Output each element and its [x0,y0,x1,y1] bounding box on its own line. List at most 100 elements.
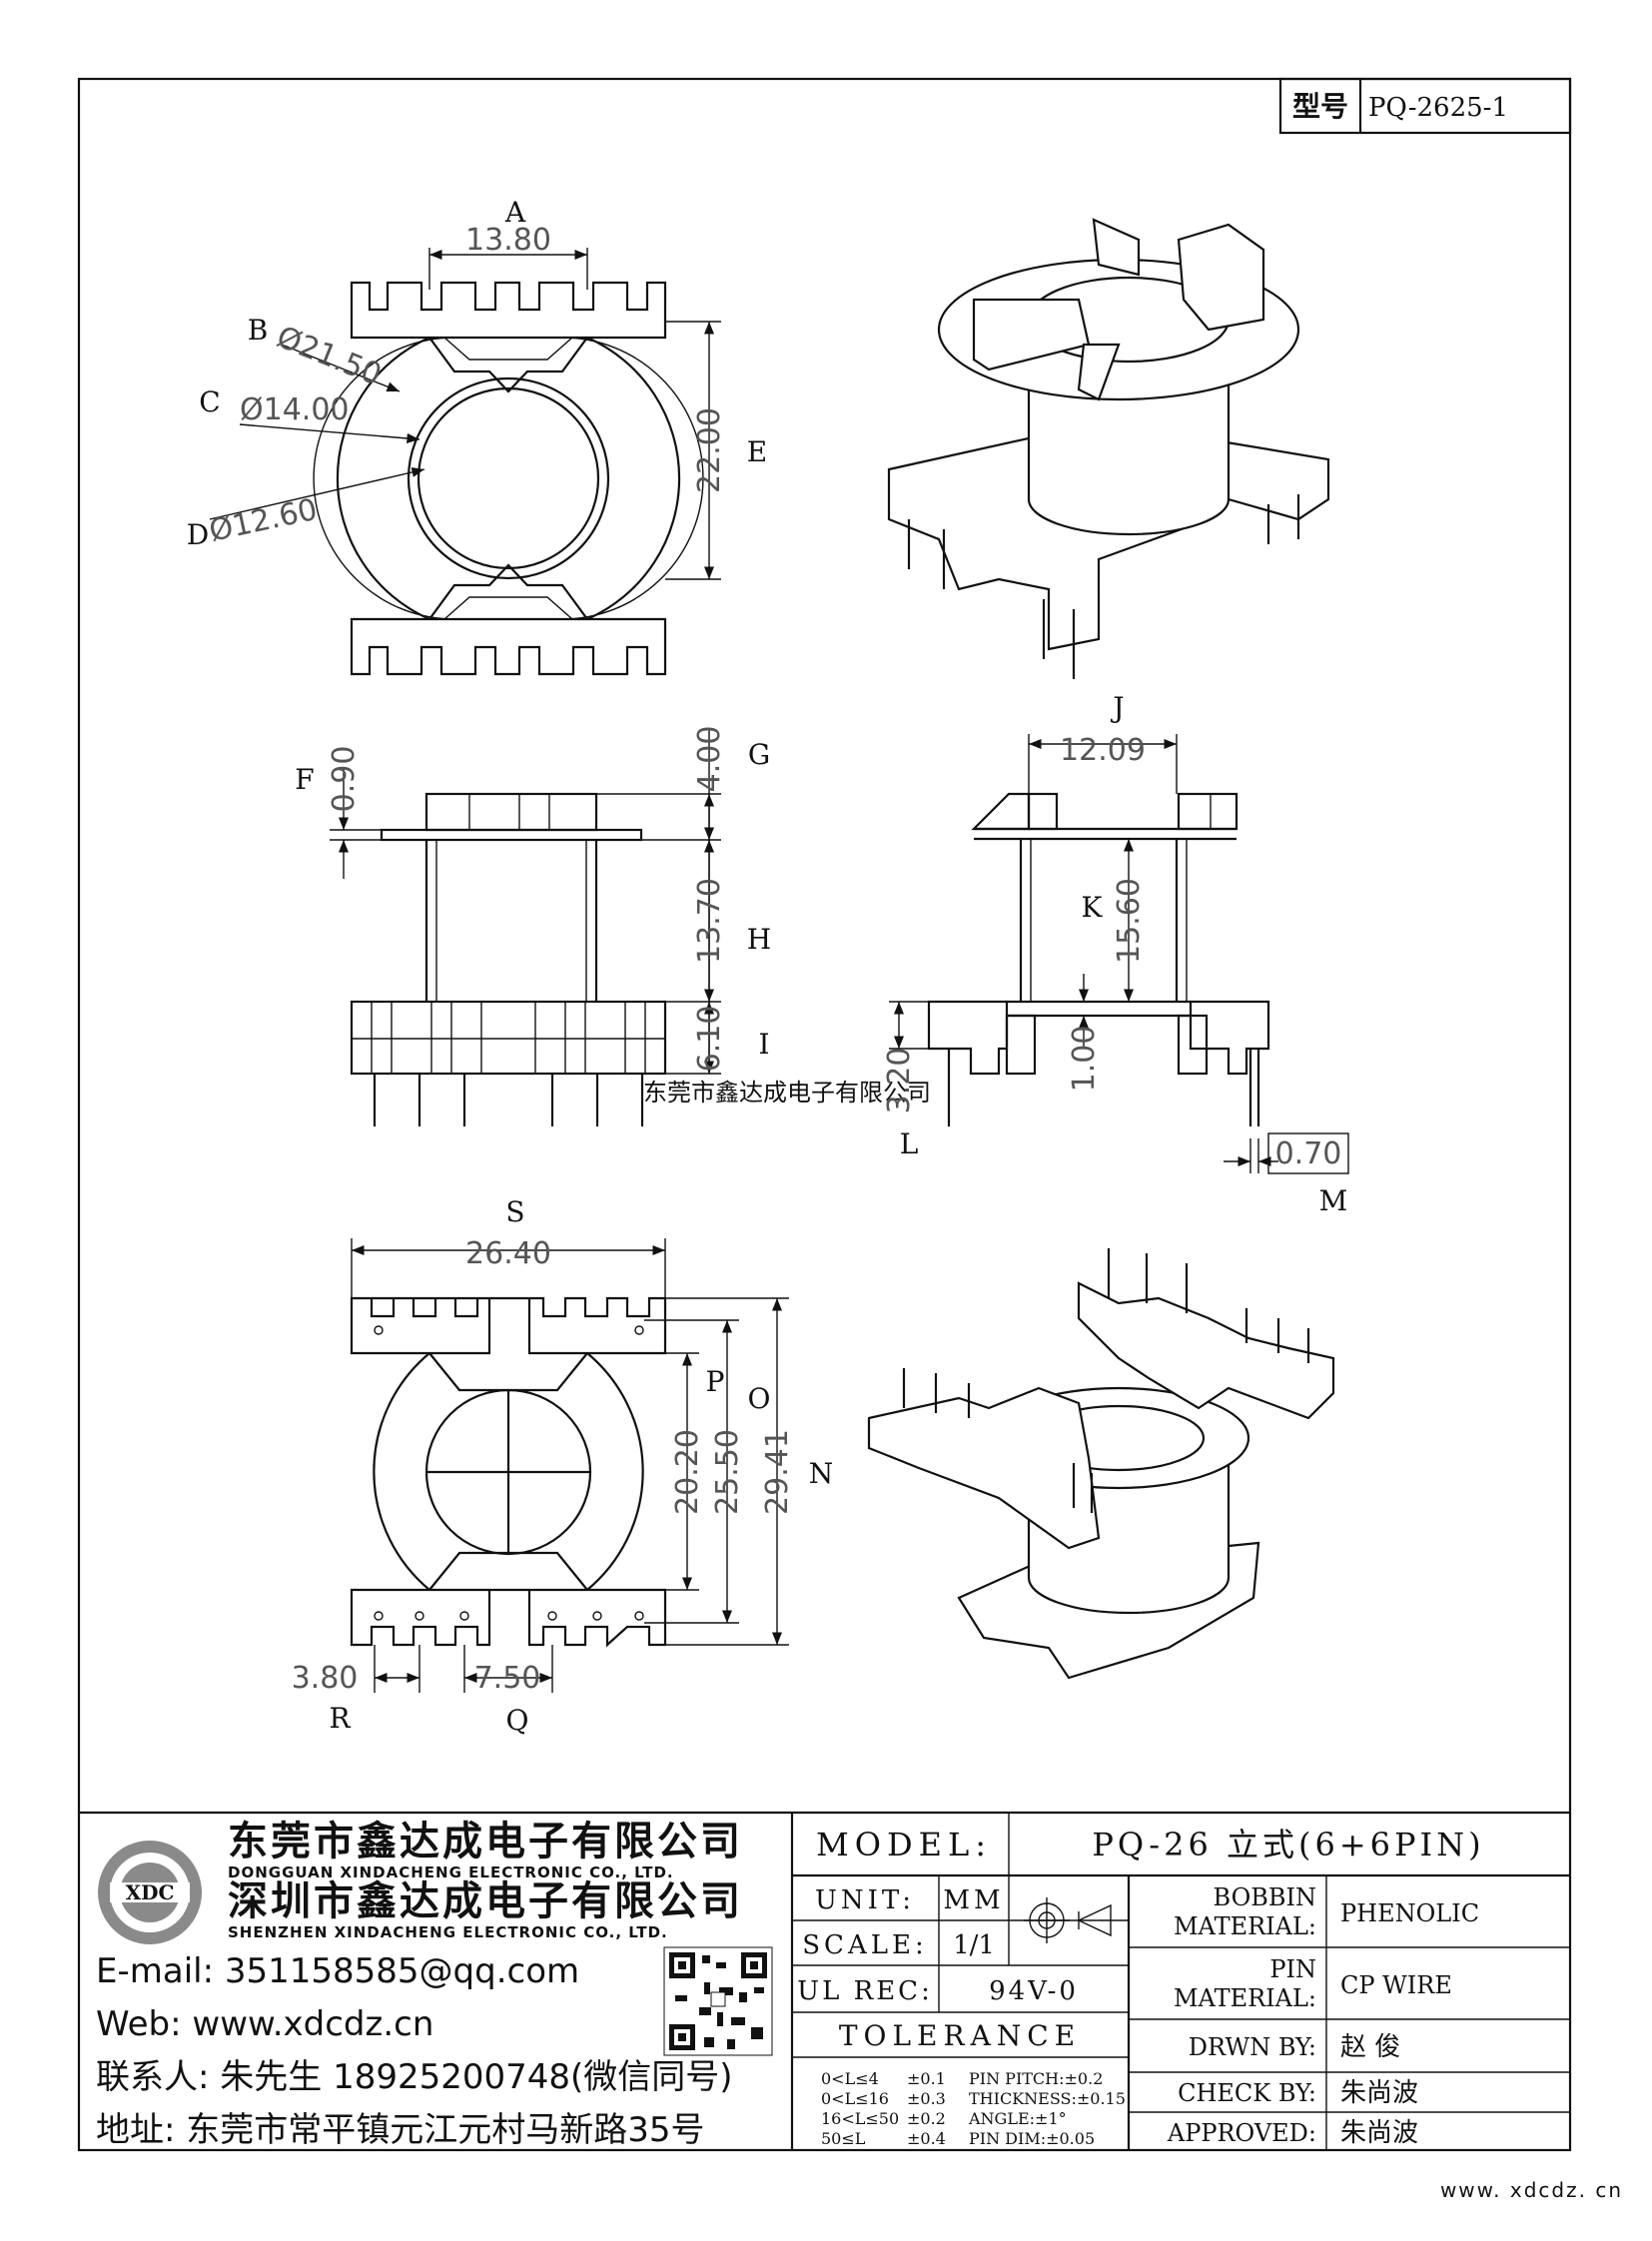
dim-c-value: Ø14.00 [240,392,350,427]
dim-n-letter: N [809,1457,834,1490]
tol-row-2-tol: ±0.3 [907,2089,946,2108]
dim-c-letter: C [199,385,220,418]
company-name-en-1: DONGGUAN XINDACHENG ELECTRONIC CO., LTD. [228,1864,674,1881]
company-name-cn-1: 东莞市鑫达成电子有限公司 [228,1819,743,1865]
tb-check-label: CHECK BY: [1178,2079,1316,2107]
dim-p-letter: P [706,1365,725,1398]
dim-j-letter: J [1110,691,1124,724]
dim-o-value: 25.50 [710,1429,745,1515]
tb-unit-value: MM [943,1885,1004,1915]
dim-i-letter: I [758,1028,769,1061]
dim-b-letter: B [248,314,269,347]
dim-k-letter: K [1082,891,1104,924]
model-no-value: PQ-2625-1 [1368,93,1508,123]
tol-row-3-item: ANGLE:±1° [968,2109,1067,2128]
dim-k-value: 15.60 [1112,878,1147,964]
qr-code-icon [663,1946,773,2056]
tol-row-2-range: 0<L≤16 [821,2089,889,2108]
footer-url: www. xdcdz. cn [1440,2178,1623,2202]
dim-j-value: 12.09 [1060,733,1146,768]
dim-f-letter: F [295,763,314,796]
dim-m-letter: M [1319,1184,1348,1217]
company-address: 地址: 东莞市常平镇元江元村马新路35号 [96,2110,705,2150]
dim-a-value: 13.80 [465,223,551,258]
tb-tolerance-label: TOLERANCE [839,2019,1081,2052]
tb-model-label: MODEL: [816,1826,992,1864]
bottom-view [350,1296,667,1648]
dim-s-letter: S [505,1195,524,1228]
company-logo-icon: XDC [98,1841,202,1944]
tb-approved-label: APPROVED: [1167,2119,1316,2147]
tb-approved-value: 朱尚波 [1340,2118,1418,2148]
dim-o-letter: O [748,1382,771,1415]
dim-q-value: 7.50 [474,1661,541,1696]
company-info: XDC 东莞市鑫达成电子有限公司 DONGGUAN XINDACHENG ELE… [96,1819,773,2150]
tb-bobbin-label-2: MATERIAL: [1174,1912,1316,1940]
dim-l-value: 3.20 [882,1048,917,1115]
model-number-box: 型号 PQ-2625-1 [1278,77,1572,135]
tb-model-value: PQ-26 立式(6+6PIN) [1092,1826,1484,1864]
dim-a-letter: A [504,196,526,229]
tb-unit-label: UNIT: [815,1885,915,1915]
tb-pin-label-1: PIN [1269,1955,1316,1983]
top-view-dimensions: 13.80 A 22.00 E Ø21.50 B Ø14.00 C Ø12.60… [187,196,767,580]
dim-r-letter: R [329,1702,351,1735]
tol-row-1-range: 0<L≤4 [821,2069,879,2088]
tol-row-1-tol: ±0.1 [907,2069,946,2088]
dim-q-letter: Q [506,1704,529,1737]
isometric-view-top [887,218,1330,679]
dim-i-value: 6.10 [692,1006,727,1073]
tol-row-4-item: PIN DIM:±0.05 [969,2129,1095,2148]
dim-d-value: Ø12.60 [206,492,320,549]
title-block: MODEL: PQ-26 立式(6+6PIN) UNIT: MM SCALE: … [79,1811,1570,2150]
dim-h-letter: H [747,923,771,956]
tol-row-3-tol: ±0.2 [907,2109,946,2128]
tb-drawn-label: DRWN BY: [1189,2033,1316,2061]
dim-d-letter: D [187,518,209,551]
watermark-text: 东莞市鑫达成电子有限公司 [643,1079,931,1107]
tb-scale-label: SCALE: [802,1930,928,1960]
dim-e-value: 22.00 [692,407,727,493]
logo-text: XDC [126,1880,175,1904]
tb-check-value: 朱尚波 [1340,2078,1418,2108]
tb-drawn-value: 赵 俊 [1340,2032,1400,2062]
tol-row-4-range: 50≤L [821,2129,866,2148]
company-name-en-2: SHENZHEN XINDACHENG ELECTRONIC CO., LTD. [228,1923,668,1941]
bottom-view-dimensions: 26.40 S 20.20 P 25.50 O 29.41 N 3.80 R 7… [292,1195,834,1737]
tol-row-2-item: THICKNESS:±0.15 [969,2089,1126,2108]
side-view-dimensions: 12.09 J 15.60 K 1.00 3.20 L 0.70 M [882,691,1349,1217]
projection-symbol-icon [1024,1897,1112,1943]
tb-pin-label-2: MATERIAL: [1174,1984,1316,2012]
dim-b-value: Ø21.50 [272,320,387,392]
tb-pin-value: CP WIRE [1340,1971,1452,1999]
dim-h-value: 13.70 [692,878,727,964]
tol-row-1-item: PIN PITCH:±0.2 [969,2069,1103,2088]
dim-l2-value: 1.00 [1067,1026,1102,1093]
dim-r-value: 3.80 [292,1661,359,1696]
company-web: Web: www.xdcdz.cn [96,2004,433,2044]
dim-m-value: 0.70 [1275,1136,1342,1171]
dim-p-value: 20.20 [670,1429,705,1515]
front-view [350,792,667,1126]
tolerance-rows: 0<L≤4 ±0.1 PIN PITCH:±0.2 0<L≤16 ±0.3 TH… [821,2069,1126,2148]
dim-n-value: 29.41 [760,1429,795,1515]
sheet-border [77,77,1572,2152]
company-email: E-mail: 351158585@qq.com [96,1951,579,1991]
tol-row-3-range: 16<L≤50 [821,2109,899,2128]
tb-ul-label: UL REC: [797,1976,933,2006]
tol-row-4-tol: ±0.4 [907,2129,946,2148]
company-name-cn-2: 深圳市鑫达成电子有限公司 [228,1878,743,1924]
model-no-label: 型号 [1292,90,1348,123]
dim-f-value: 0.90 [327,746,362,813]
tb-bobbin-label-1: BOBBIN [1213,1883,1316,1911]
top-view [313,281,704,676]
side-view [927,792,1270,1126]
dim-s-value: 26.40 [465,1236,551,1271]
dim-l-letter: L [900,1127,919,1160]
tb-bobbin-value: PHENOLIC [1340,1899,1479,1927]
tb-ul-value: 94V-0 [989,1976,1079,2006]
isometric-view-bottom [867,1248,1335,1680]
front-view-dimensions: 4.00 G 13.70 H 6.10 I 0.90 F [295,726,771,1075]
company-contact: 联系人: 朱先生 18925200748(微信同号) [96,2057,733,2097]
